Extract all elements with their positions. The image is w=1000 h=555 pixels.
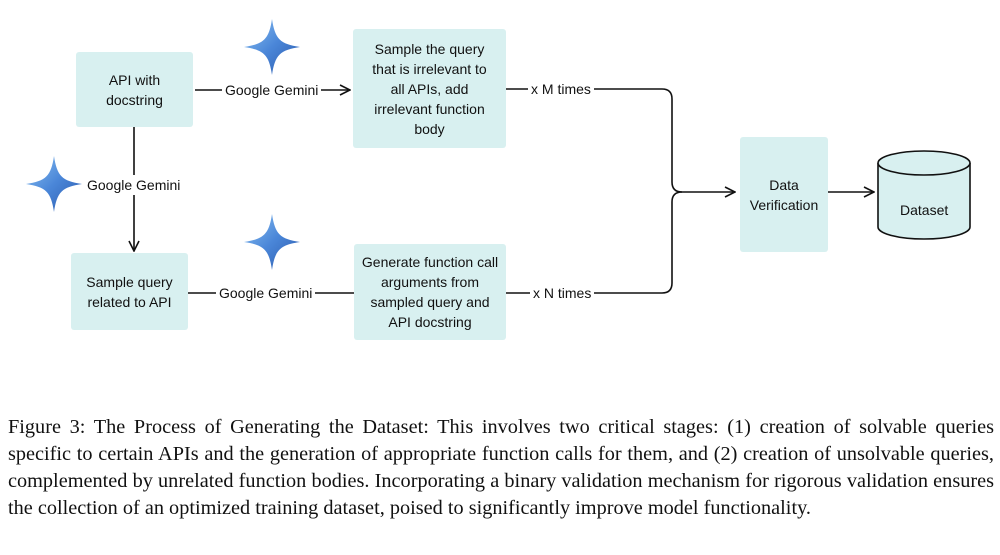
edge-m-times-to-verification [506, 88, 735, 192]
gemini-label-top: Google Gemini [222, 80, 322, 100]
flow-diagram [0, 0, 971, 294]
gemini-sparkle-icon [244, 19, 300, 75]
x-m-times-label: x M times [528, 79, 594, 99]
gemini-label-bottom: Google Gemini [216, 283, 316, 303]
gemini-sparkle-icon [244, 214, 300, 270]
generate-function-args-box: Generate function call arguments from sa… [354, 244, 506, 340]
dataset-cylinder [877, 150, 971, 240]
edge-n-times-to-verification [506, 191, 683, 294]
figure-caption: Figure 3: The Process of Generating the … [8, 416, 994, 519]
sample-related-query-box: Sample query related to API [71, 253, 188, 330]
data-verification-box: Data Verification [740, 137, 828, 252]
dataset-label: Dataset [900, 202, 949, 218]
api-docstring-box: API with docstring [76, 52, 193, 127]
x-n-times-label: x N times [530, 283, 595, 303]
gemini-label-left: Google Gemini [84, 175, 184, 195]
sample-irrelevant-query-box: Sample the query that is irrelevant to a… [353, 29, 506, 148]
gemini-sparkle-icon [26, 156, 82, 212]
